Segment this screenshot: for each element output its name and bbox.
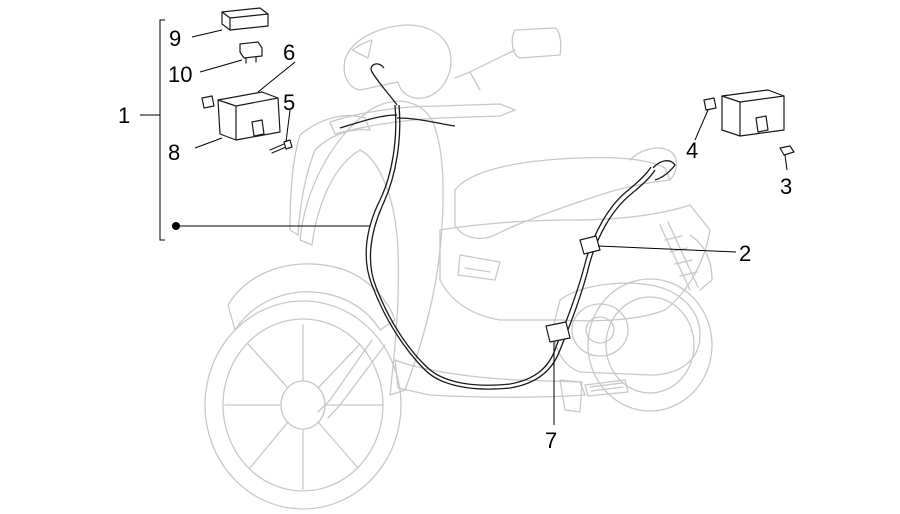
leader-lines [140,19,788,425]
part-5-screw [269,143,287,154]
harness-clip-7 [545,321,571,343]
part-3-screw [779,145,795,156]
fuse-box-assembly [201,7,293,154]
front-wheel [204,300,402,510]
callout-2: 2 [739,241,751,266]
callout-4: 4 [686,138,698,163]
rear-body [439,204,711,322]
callout-9: 9 [169,26,181,51]
harness-clip-2 [579,235,601,255]
callout-7: 7 [545,428,557,453]
callout-1: 1 [118,103,130,128]
callout-10: 10 [168,62,192,87]
rear-wheel [587,278,713,412]
seat [454,156,671,239]
leg-shield [299,100,444,396]
callout-3: 3 [780,174,792,199]
part-8-box [217,91,281,141]
part-4-bracket [703,97,717,111]
rear-shock [659,221,699,291]
passenger-footrest [584,379,629,397]
front-panel [289,115,371,236]
wiring-harness [339,63,676,390]
rear-fuse-box-assembly [703,89,795,156]
floorboard [394,359,586,398]
callout-6: 6 [283,40,295,65]
windshield [343,24,452,99]
callout-8: 8 [168,140,180,165]
front-fender [227,263,396,331]
center-stand [559,379,583,413]
part-9-cover [221,7,269,31]
callout-numbers: 1 2 3 4 5 6 7 8 9 10 [118,26,792,453]
handlebar [329,103,516,135]
front-fork [317,339,386,419]
mirror [511,27,562,59]
scooter-outline [204,24,713,510]
engine [553,282,701,376]
callout-5: 5 [283,90,295,115]
part-10-fuse [239,41,263,59]
